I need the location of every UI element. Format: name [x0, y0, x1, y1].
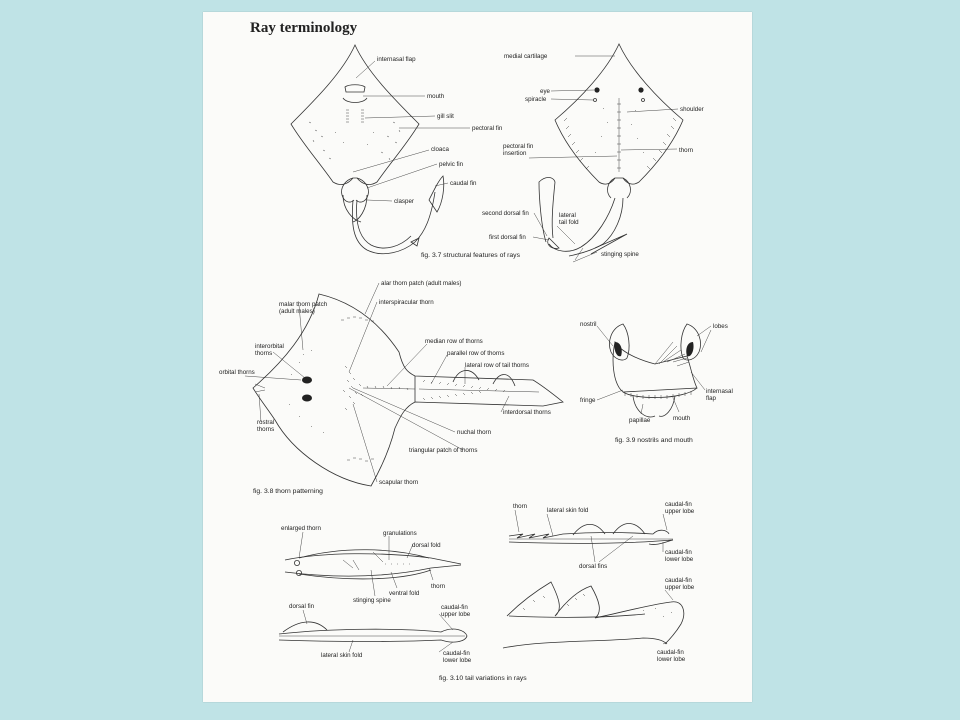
nostrils-mouth-figure: nostril lobes fringe papillae mouth inte…	[580, 321, 733, 424]
label-lower-2: lower lobe	[657, 656, 686, 663]
label-stinging-spine: stinging spine	[353, 597, 391, 604]
label-pelvic-fin: pelvic fin	[439, 161, 464, 168]
label-clasper: clasper	[394, 198, 414, 205]
label-papillae: papillae	[629, 417, 651, 424]
label-thorn: thorn	[679, 147, 694, 154]
label-interorbital-1: interorbital	[255, 343, 284, 350]
label-mouth: mouth	[673, 415, 691, 422]
label-interdorsal-thorns: interdorsal thorns	[503, 409, 551, 416]
label-granulations: granulations	[383, 530, 417, 537]
label-parallel-row: parallel row of thorns	[447, 350, 504, 357]
tail-variation-a: enlarged thorn granulations dorsal fold …	[281, 525, 461, 604]
label-alar-thorn-patch: alar thorn patch (adult males)	[381, 280, 461, 287]
label-interspiracular-thorn: interspiracular thorn	[379, 299, 434, 306]
label-upper-1: caudal-fin	[665, 501, 692, 508]
thorn-patterning-figure: alar thorn patch (adult males) interspir…	[219, 280, 563, 486]
label-pectoral-fin: pectoral fin	[472, 125, 503, 132]
tail-variation-d: caudal-fin upper lobe caudal-fin lower l…	[503, 577, 695, 663]
label-upper-1: caudal-fin	[665, 577, 692, 584]
label-stinging-spine: stinging spine	[601, 251, 639, 258]
label-upper-2: upper lobe	[441, 611, 471, 618]
label-dorsal-fin: dorsal fin	[289, 603, 315, 610]
label-dorsal-fold: dorsal fold	[412, 542, 441, 549]
label-fringe: fringe	[580, 397, 596, 404]
label-lateral-skin-fold: lateral skin fold	[547, 507, 589, 514]
caption-fig-3-10: fig. 3.10 tail variations in rays	[439, 675, 527, 682]
document-page: Ray terminology internasal flap mouth	[203, 12, 752, 702]
label-upper-2: upper lobe	[665, 508, 695, 515]
label-upper-2: upper lobe	[665, 584, 695, 591]
label-internasal-1: internasal	[706, 388, 733, 395]
label-eye: eye	[540, 88, 551, 95]
label-pectoral-fin-insertion-1: pectoral fin	[503, 143, 534, 150]
label-ventral-fold: ventral fold	[389, 590, 420, 597]
label-lateral-tail-fold-1: lateral	[559, 212, 576, 219]
label-lower-1: caudal-fin	[665, 549, 692, 556]
label-orbital-thorns: orbital thorns	[219, 369, 255, 376]
label-median-row: median row of thorns	[425, 338, 483, 345]
label-first-dorsal-fin: first dorsal fin	[489, 234, 526, 241]
label-enlarged-thorn: enlarged thorn	[281, 525, 321, 532]
label-upper-1: caudal-fin	[441, 604, 468, 611]
ray-ventral-view: internasal flap mouth gill slit pectoral…	[291, 45, 503, 254]
label-malar-1: malar thorn patch	[279, 301, 328, 308]
label-caudal-fin: caudal fin	[450, 180, 477, 187]
label-lateral-tail-fold-2: tail fold	[559, 219, 579, 226]
label-medial-cartilage: medial cartilage	[504, 53, 548, 60]
label-lateral-skin-fold: lateral skin fold	[321, 652, 363, 659]
label-internasal-2: flap	[706, 395, 717, 402]
label-gill-slit: gill slit	[437, 113, 454, 120]
label-spiracle: spiracle	[525, 96, 547, 103]
label-shoulder: shoulder	[680, 106, 704, 113]
label-scapular-thorn: scapular thorn	[379, 479, 419, 486]
label-cloaca: cloaca	[431, 146, 449, 153]
label-internasal-flap: internasal flap	[377, 56, 416, 63]
label-malar-2: (adult males)	[279, 308, 315, 315]
label-lower-1: caudal-fin	[657, 649, 684, 656]
label-dorsal-fins: dorsal fins	[579, 563, 607, 570]
label-thorn: thorn	[431, 583, 446, 590]
label-lobes: lobes	[713, 323, 728, 330]
label-pectoral-fin-insertion-2: insertion	[503, 150, 527, 157]
ray-diagram-figures: internasal flap mouth gill slit pectoral…	[203, 12, 752, 702]
caption-fig-3-9: fig. 3.9 nostrils and mouth	[615, 437, 693, 444]
label-lower-1: caudal-fin	[443, 650, 470, 657]
label-lower-2: lower lobe	[443, 657, 472, 664]
label-mouth: mouth	[427, 93, 445, 100]
tail-variation-c: thorn lateral skin fold caudal-fin upper…	[509, 501, 695, 570]
caption-fig-3-7: fig. 3.7 structural features of rays	[421, 252, 521, 259]
label-rostral-2: thorns	[257, 426, 274, 433]
label-thorn: thorn	[513, 503, 528, 510]
label-lower-2: lower lobe	[665, 556, 694, 563]
label-second-dorsal-fin: second dorsal fin	[482, 210, 529, 217]
ray-dorsal-view: medial cartilage eye spiracle shoulder p…	[482, 44, 704, 262]
label-nuchal-thorn: nuchal thorn	[457, 429, 492, 436]
label-triangular-patch: triangular patch of thorns	[409, 447, 477, 454]
tail-variation-b: dorsal fin caudal-fin upper lobe lateral…	[279, 603, 472, 664]
label-lateral-row-tail: lateral row of tail thorns	[465, 362, 529, 369]
label-nostril: nostril	[580, 321, 597, 328]
label-rostral-1: rostral	[257, 419, 274, 426]
label-interorbital-2: thorns	[255, 350, 272, 357]
caption-fig-3-8: fig. 3.8 thorn patterning	[253, 488, 323, 495]
